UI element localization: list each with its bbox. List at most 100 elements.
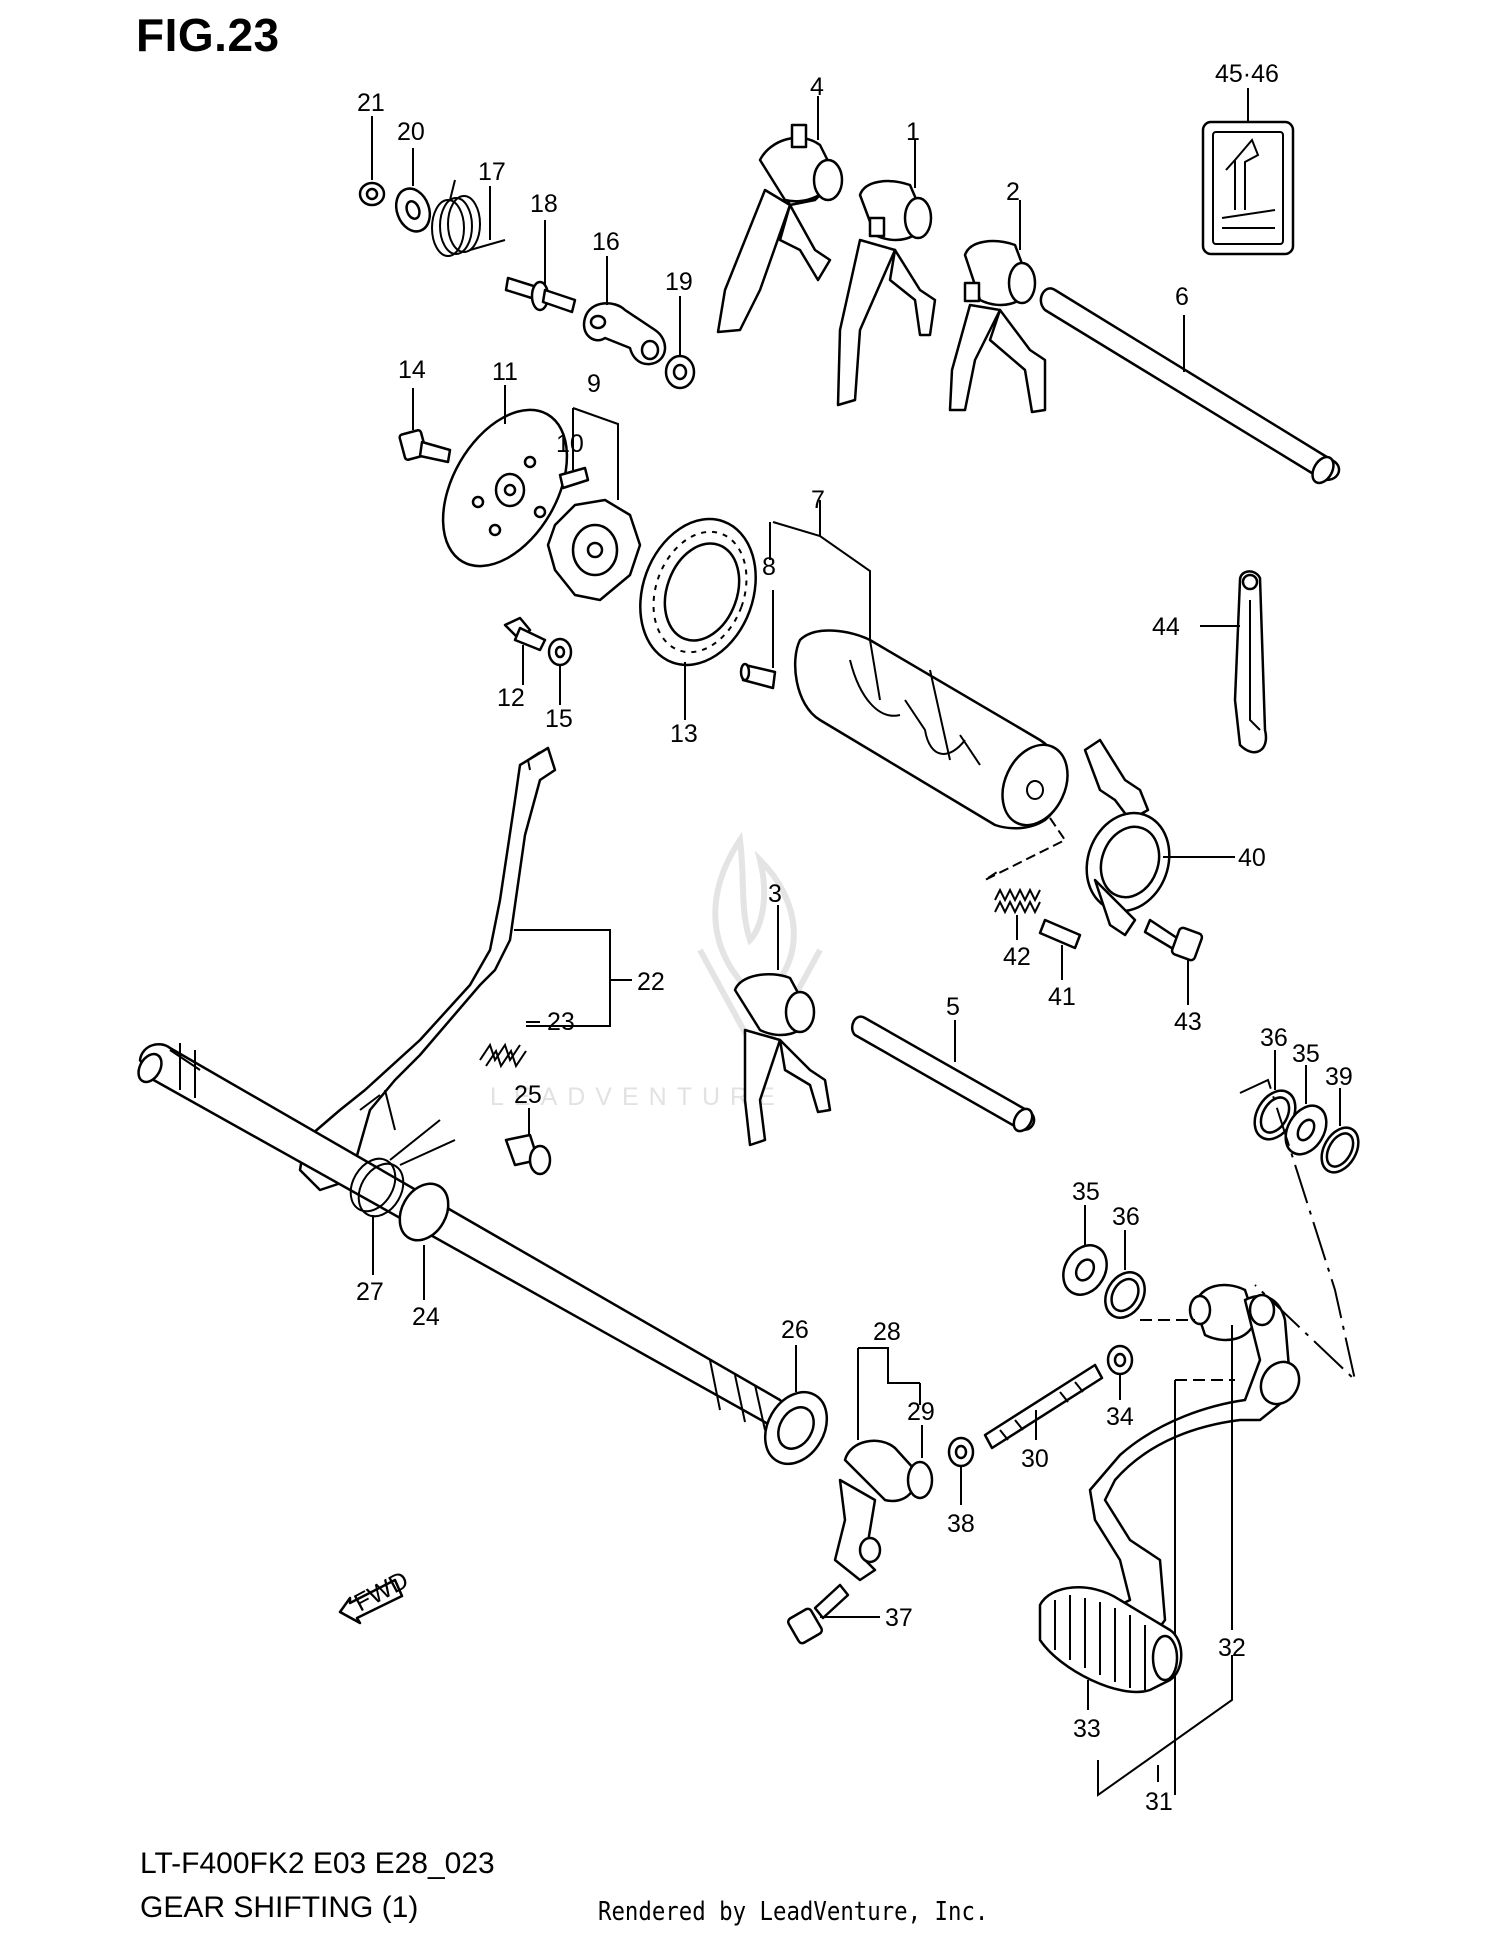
part-32-gearshift-lever	[1088, 1283, 1301, 1795]
part-31-bracket-lines	[1097, 1655, 1233, 1797]
callout-33: 33	[1073, 1715, 1101, 1743]
callout-42: 42	[1003, 943, 1031, 971]
figure-title: FIG.23	[136, 9, 280, 61]
part-24-gearshift-shaft	[137, 1043, 787, 1431]
callout-34: 34	[1106, 1403, 1134, 1431]
callout-17: 17	[478, 158, 506, 186]
callout-9: 9	[587, 370, 601, 398]
part-7-gearshift-cam	[769, 500, 1069, 881]
part-35-washer-lower	[1284, 1065, 1328, 1156]
callout-13: 13	[670, 720, 698, 748]
callout-18: 18	[530, 190, 558, 218]
part-41-plunger	[1038, 918, 1082, 980]
callout-22: 22	[637, 968, 665, 996]
diagram-name: GEAR SHIFTING (1)	[140, 1891, 419, 1924]
part-11-cam-stopper-plate	[441, 385, 569, 568]
callout-40: 40	[1238, 844, 1266, 872]
fwd-arrow-icon: FWD	[338, 1566, 413, 1625]
callout-11: 11	[492, 358, 518, 386]
part-13-bearing	[639, 517, 757, 720]
part-3-shift-fork	[733, 905, 832, 1147]
model-code: LT-F400FK2 E03 E28_023	[140, 1847, 495, 1880]
callout-8: 8	[762, 553, 776, 581]
callout-29: 29	[907, 1398, 935, 1426]
part-12-bolt	[503, 616, 547, 685]
callout-28: 28	[873, 1318, 901, 1346]
callout-35-lower: 35	[1292, 1040, 1320, 1068]
part-22-gearshift-arm	[298, 746, 632, 1192]
part-20-washer	[394, 148, 432, 233]
part-35-washer-upper	[1062, 1205, 1108, 1296]
part-19-washer	[664, 296, 696, 390]
callout-38: 38	[947, 1510, 975, 1538]
part-33-footpeg-rubber	[1038, 1586, 1183, 1710]
part-34-nut	[1106, 1344, 1134, 1400]
callout-4: 4	[810, 73, 824, 101]
bracket-lines-right	[1239, 1078, 1357, 1383]
part-30-tie-rod	[983, 1363, 1104, 1450]
callout-32: 32	[1218, 1634, 1246, 1662]
part-37-bolt	[786, 1583, 880, 1645]
part-17-spring	[431, 179, 506, 257]
part-23-spring	[479, 1021, 540, 1069]
part-44-bracket	[1200, 570, 1268, 754]
callout-19: 19	[665, 268, 693, 296]
callout-26: 26	[781, 1316, 809, 1344]
callout-2: 2	[1006, 178, 1020, 206]
callout-36-lower: 36	[1260, 1024, 1288, 1052]
part-26-oil-seal	[763, 1345, 829, 1466]
watermark: LEADVENTURE	[490, 1083, 785, 1111]
part-8-pin	[739, 590, 777, 690]
part-28-gearshift-arm	[833, 1347, 934, 1582]
callout-30: 30	[1021, 1445, 1049, 1473]
part-14-bolt	[398, 388, 452, 464]
part-1-shift-fork	[836, 140, 937, 407]
part-16-stopper-arm	[582, 256, 667, 366]
callout-25: 25	[514, 1081, 542, 1109]
part-43-bolt	[1143, 918, 1204, 1005]
part-4-shift-fork	[716, 96, 844, 334]
callout-7: 7	[811, 486, 825, 514]
callout-21: 21	[357, 89, 385, 117]
callout-12: 12	[497, 684, 525, 712]
part-21-nut	[358, 116, 386, 207]
part-2-shift-fork	[948, 200, 1047, 414]
callout-36-upper: 36	[1112, 1203, 1140, 1231]
callout-10: 10	[556, 430, 584, 458]
part-10-pin	[558, 466, 590, 490]
callout-5: 5	[946, 993, 960, 1021]
callout-1: 1	[906, 118, 920, 146]
callout-35-upper: 35	[1072, 1178, 1100, 1206]
part-27-spring	[349, 1119, 456, 1275]
part-6-fork-shaft	[1039, 287, 1341, 485]
callout-15: 15	[545, 705, 573, 733]
part-9-cam-stopper	[546, 407, 642, 602]
callout-31: 31	[1145, 1788, 1173, 1816]
callout-43: 43	[1174, 1008, 1202, 1036]
fwd-label: FWD	[350, 1566, 413, 1617]
callout-37: 37	[885, 1604, 913, 1632]
callout-24: 24	[412, 1303, 440, 1331]
part-5-fork-shaft	[850, 1015, 1036, 1133]
callout-14: 14	[398, 356, 426, 384]
callout-45-46: 45·46	[1215, 60, 1279, 88]
callout-27: 27	[356, 1278, 384, 1306]
callout-3: 3	[768, 880, 782, 908]
part-40-bearing-retainer	[1083, 738, 1235, 937]
part-18-stud-bolt	[504, 220, 577, 314]
part-45-46-label-plate	[1201, 88, 1295, 256]
callout-44: 44	[1152, 613, 1180, 641]
part-39-circlip	[1320, 1088, 1360, 1174]
callout-20: 20	[397, 118, 425, 146]
callout-6: 6	[1175, 283, 1189, 311]
part-15-washer	[547, 637, 573, 705]
callout-23: 23	[547, 1008, 575, 1036]
callout-16: 16	[592, 228, 620, 256]
part-25-bolt	[504, 1108, 552, 1176]
callouts: 1 2 3 4 5 6 7 8 9 10 11 12 13 14 15 16 1…	[356, 60, 1353, 1816]
render-credit: Rendered by LeadVenture, Inc.	[598, 1897, 989, 1927]
callout-39: 39	[1325, 1063, 1353, 1091]
callout-41: 41	[1048, 983, 1076, 1011]
part-36-ring-upper	[1104, 1230, 1146, 1319]
